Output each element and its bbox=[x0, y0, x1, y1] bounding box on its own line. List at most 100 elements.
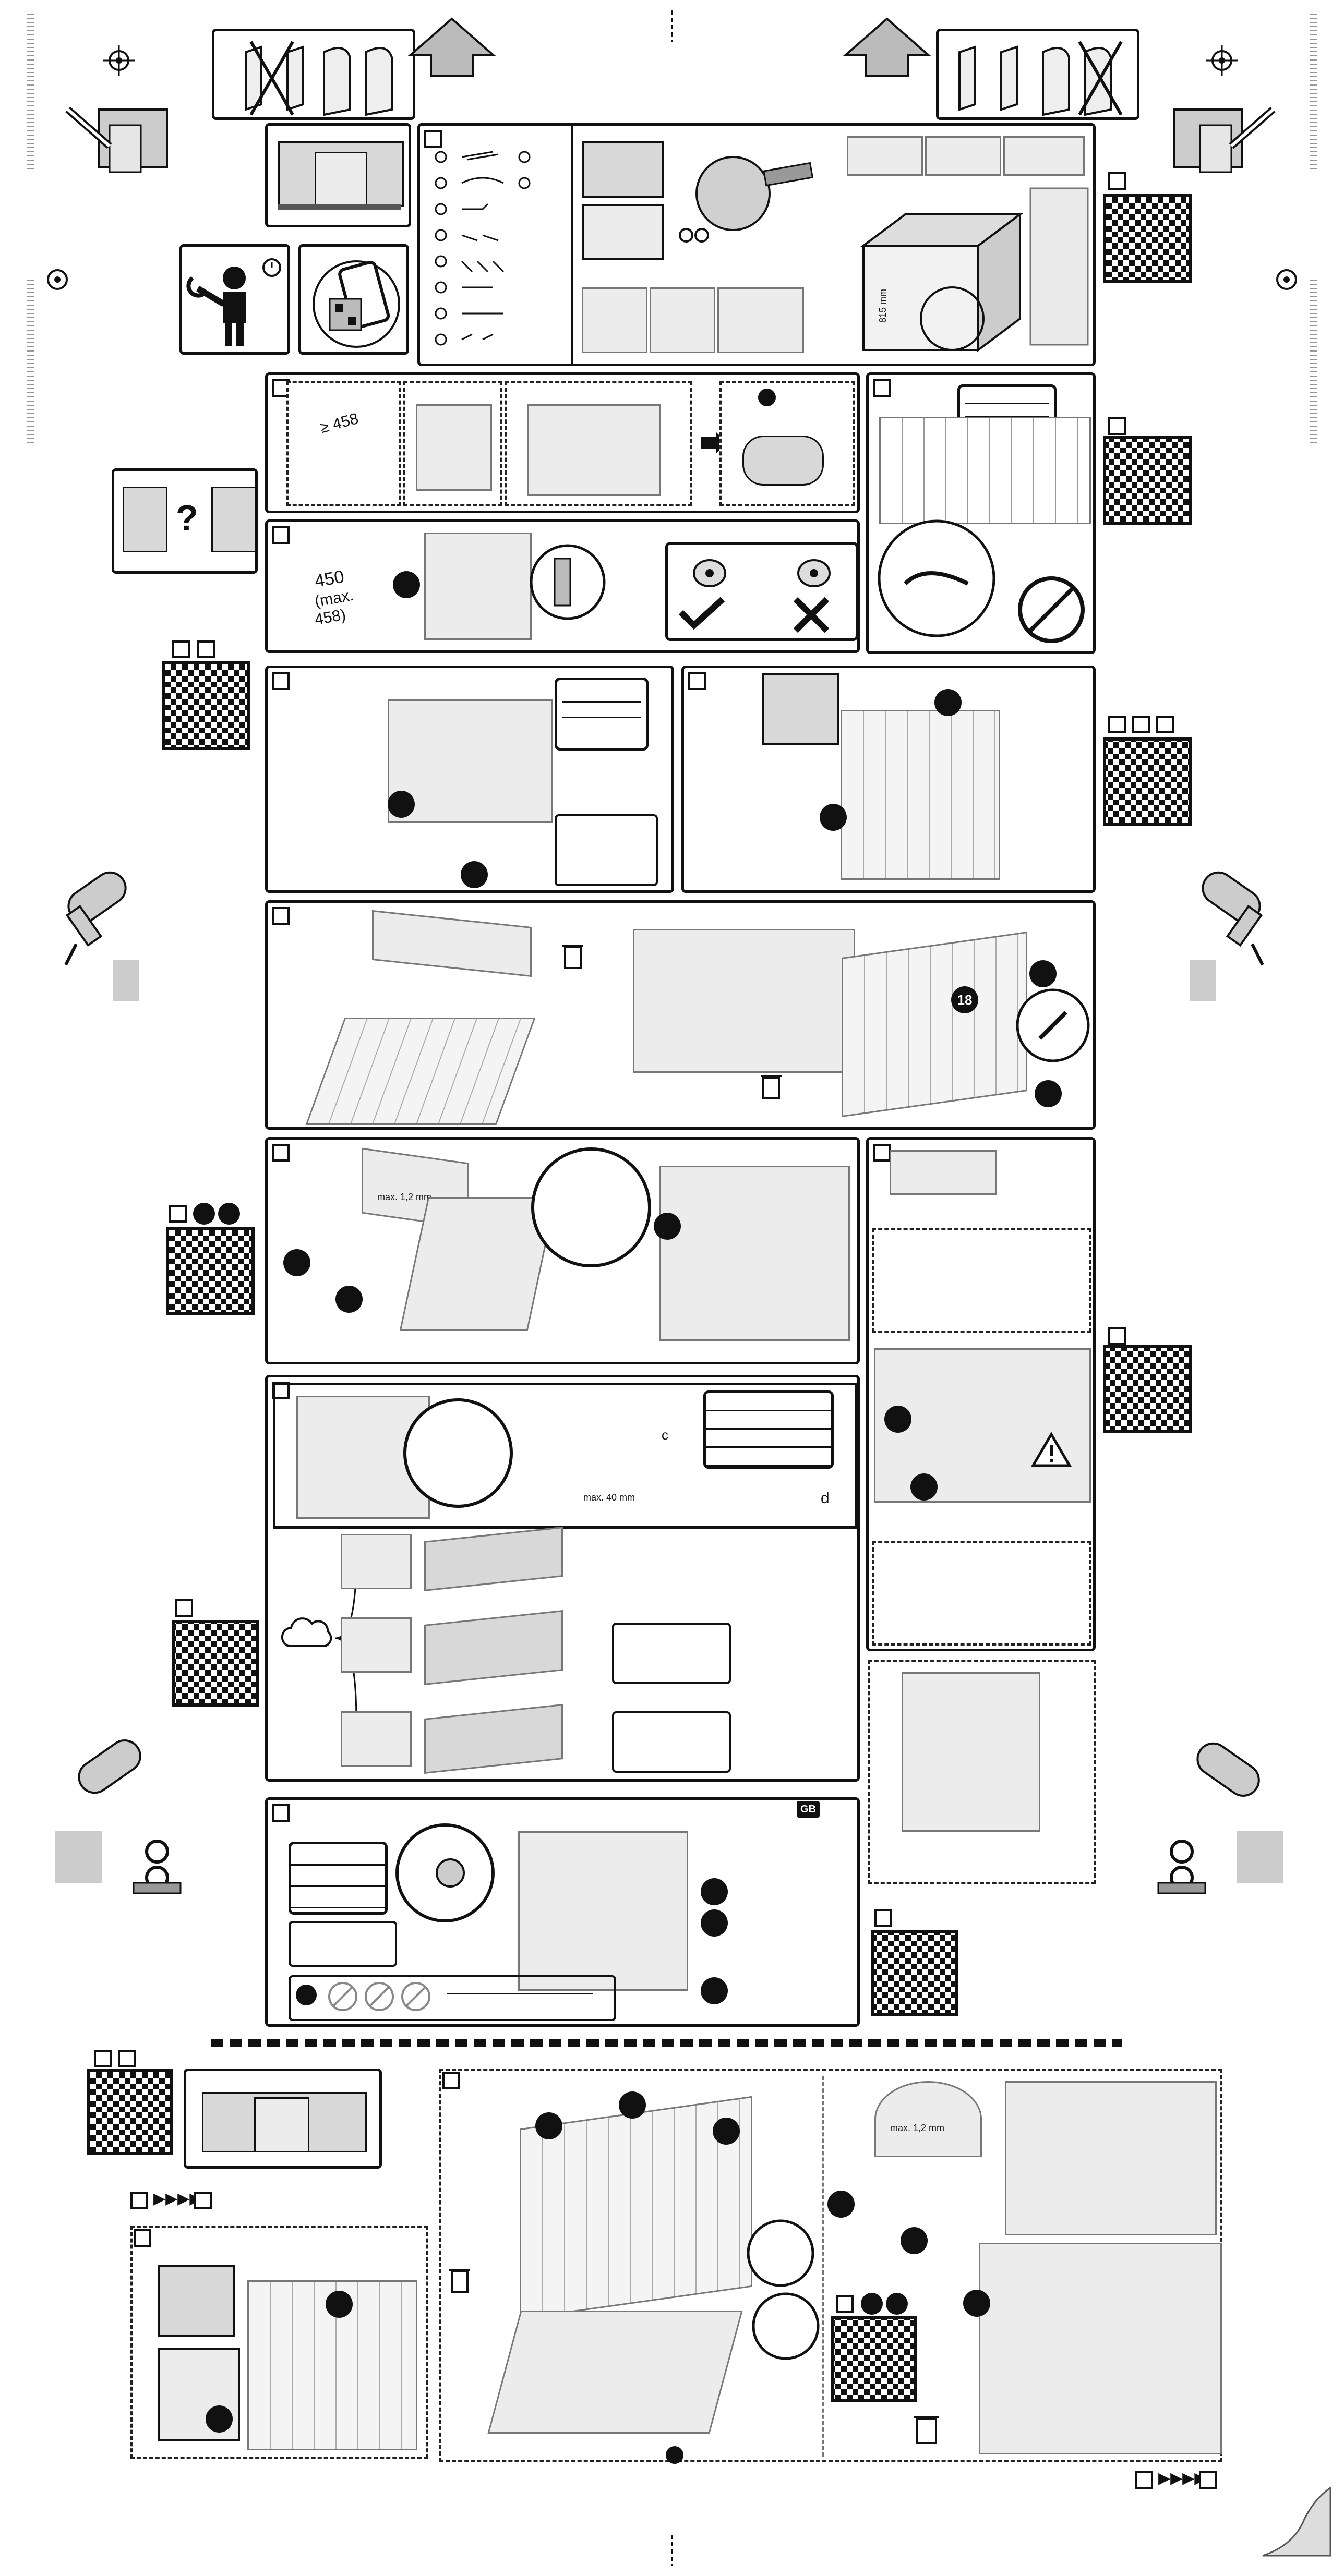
step-number bbox=[130, 2192, 148, 2209]
zoom-circle-icon bbox=[531, 1147, 651, 1267]
plinth-cut-3 bbox=[424, 1704, 563, 1774]
wrench-person-icon bbox=[186, 258, 281, 346]
step-marker bbox=[886, 2293, 908, 2315]
arrow-sequence-2: ▶▶▶▶ bbox=[1158, 2470, 1207, 2487]
mount-detail-1 bbox=[582, 141, 664, 198]
crosshair-icon bbox=[1206, 45, 1238, 76]
socket-wall bbox=[879, 417, 1091, 524]
qr-code bbox=[166, 1227, 255, 1315]
water-hose-view bbox=[518, 1831, 688, 1991]
cloud-icon bbox=[281, 1617, 332, 1647]
adjust-view-3 bbox=[872, 1541, 1091, 1646]
niche-view bbox=[424, 533, 532, 640]
parts-list-icon bbox=[435, 151, 531, 346]
ruler-left-top bbox=[27, 10, 34, 172]
plinth-cut-1 bbox=[424, 1527, 563, 1591]
step-marker bbox=[326, 2291, 353, 2318]
qr-step-number bbox=[1108, 172, 1126, 190]
screw-box-1 bbox=[612, 1623, 731, 1684]
arrow-sequence: ▶▶▶▶ bbox=[153, 2190, 202, 2207]
qr-code bbox=[162, 661, 250, 750]
step-number bbox=[272, 526, 290, 544]
step-marker bbox=[388, 791, 415, 818]
dishwasher-front bbox=[388, 699, 553, 823]
zoom-circle-icon bbox=[403, 1398, 513, 1508]
appliance-view-b bbox=[650, 287, 715, 353]
side-panel-view bbox=[868, 1660, 1096, 1884]
section-divider bbox=[211, 2039, 1122, 2047]
step-marker bbox=[654, 1213, 681, 1240]
step-marker bbox=[335, 1286, 363, 1313]
dishwasher-icon bbox=[860, 187, 1089, 352]
gap-min-label: ≥ 458 bbox=[318, 409, 361, 437]
step-7-panel: max. 1,2 mm bbox=[265, 1137, 860, 1364]
crosshair-icon bbox=[47, 269, 68, 290]
qr-step-number bbox=[94, 2050, 112, 2067]
step-marker bbox=[619, 2091, 646, 2119]
trash-icon bbox=[914, 2416, 939, 2444]
step-2-panel: ≥ 458 bbox=[265, 372, 860, 513]
roll-icon bbox=[693, 559, 726, 587]
dishwasher-open-2 bbox=[979, 2243, 1222, 2454]
step-marker bbox=[901, 2227, 928, 2254]
qr-step-number bbox=[1132, 716, 1150, 733]
worktop-profile-box-right bbox=[936, 29, 1139, 120]
dimension-table bbox=[703, 1390, 834, 1469]
step-number bbox=[134, 2229, 151, 2247]
drill-icon bbox=[55, 1739, 182, 1894]
worktop-profile-box-left bbox=[212, 29, 415, 120]
drill-icon bbox=[64, 871, 139, 1001]
ruler-right-mid bbox=[1310, 276, 1317, 443]
strip-view bbox=[372, 910, 532, 977]
qr-step-number bbox=[169, 1205, 187, 1223]
qr-step-number bbox=[118, 2050, 136, 2067]
step-number bbox=[873, 379, 891, 397]
step-alt-1-panel bbox=[130, 2226, 428, 2459]
zoom-circle-icon bbox=[878, 519, 995, 637]
page-curl-icon bbox=[1262, 2486, 1331, 2557]
hinge-options bbox=[890, 1150, 997, 1195]
zoom-circle-icon bbox=[530, 544, 606, 620]
step-number bbox=[272, 907, 290, 925]
qr-step-number bbox=[1108, 417, 1126, 435]
dimension-d-label: d bbox=[821, 1490, 830, 1507]
connection-view bbox=[719, 381, 855, 506]
step-marker bbox=[934, 689, 962, 716]
nok-view bbox=[1003, 136, 1085, 176]
qr-code bbox=[831, 2316, 917, 2402]
cabinet-choice-box: ? bbox=[112, 468, 258, 574]
fully-integrated-box bbox=[184, 2069, 382, 2169]
step-number bbox=[272, 672, 290, 690]
scissors-icon bbox=[679, 156, 814, 243]
step-marker bbox=[701, 1909, 728, 1937]
step-marker bbox=[283, 1249, 310, 1276]
step-number bbox=[272, 1144, 290, 1162]
step-marker bbox=[535, 2112, 562, 2139]
qr-step-number bbox=[175, 1599, 193, 1617]
panel-gap-label: max. 1,2 mm bbox=[377, 1192, 432, 1202]
niche-side-view bbox=[403, 381, 502, 506]
check-icon bbox=[678, 597, 725, 630]
crosshair-icon bbox=[103, 45, 135, 76]
pencil-icon bbox=[65, 106, 168, 173]
step-marker bbox=[1029, 960, 1057, 987]
door-install-view bbox=[1005, 2081, 1217, 2235]
roll-icon bbox=[797, 559, 831, 587]
zoom-circle-icon bbox=[752, 2292, 820, 2360]
step-10-panel: GB bbox=[265, 1797, 860, 2027]
qr-code bbox=[1103, 1345, 1192, 1433]
zoom-circle-icon bbox=[1016, 988, 1090, 1062]
adjust-box bbox=[555, 814, 658, 886]
qr-step-number bbox=[1108, 1327, 1126, 1345]
door-template bbox=[841, 710, 1000, 880]
step-18-marker: 18 bbox=[951, 986, 978, 1013]
cross-icon bbox=[793, 597, 830, 633]
kitchen-overview-box bbox=[265, 123, 411, 227]
step-marker bbox=[296, 1985, 317, 2005]
step-marker bbox=[963, 2290, 990, 2317]
step-number bbox=[424, 130, 442, 148]
qr-code bbox=[172, 1620, 259, 1707]
warnings-box bbox=[289, 1975, 616, 2021]
adjust-view-2 bbox=[874, 1348, 1091, 1503]
